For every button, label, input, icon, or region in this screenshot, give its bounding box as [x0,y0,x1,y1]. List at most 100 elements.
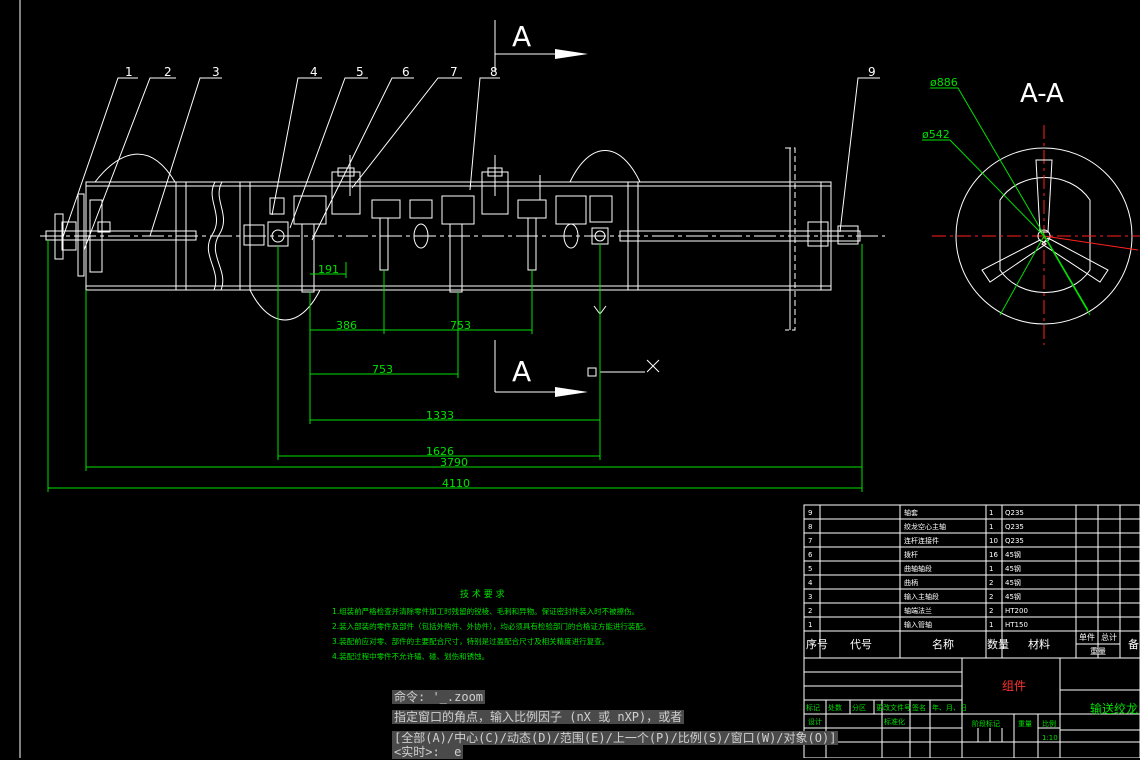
svg-text:8: 8 [808,523,812,531]
svg-text:曲轴轴段: 曲轴轴段 [904,564,932,573]
svg-text:5: 5 [808,565,812,573]
svg-text:输送绞龙: 输送绞龙 [1090,701,1138,716]
svg-text:45钢: 45钢 [1005,564,1021,573]
svg-text:2.装入部装的零件及部件（包括外购件、外协件），均必须具有检: 2.装入部装的零件及部件（包括外购件、外协件），均必须具有检验部门的合格证方能进… [332,621,650,631]
svg-text:Q235: Q235 [1005,523,1024,531]
svg-text:45钢: 45钢 [1005,578,1021,587]
ucs-icon [587,305,660,377]
svg-text:7: 7 [450,65,458,79]
command-history-line-1: 命令: '_.zoom [392,690,486,704]
svg-text:阶段标记: 阶段标记 [972,719,1000,728]
command-prompt-options[interactable]: [全部(A)/中心(C)/动态(D)/范围(E)/上一个(P)/比例(S)/窗口… [392,731,839,745]
svg-text:比例: 比例 [1042,719,1056,728]
svg-text:8: 8 [490,65,498,79]
svg-text:分区: 分区 [852,703,866,712]
svg-text:1: 1 [989,565,993,573]
svg-text:材料: 材料 [1028,637,1050,651]
svg-text:9: 9 [868,65,876,79]
svg-text:技 术 要 求: 技 术 要 求 [460,588,505,600]
svg-text:ø886: ø886 [930,76,958,89]
svg-text:1: 1 [808,621,812,629]
svg-text:1: 1 [989,621,993,629]
svg-text:2: 2 [989,607,993,615]
svg-text:重量: 重量 [1090,646,1106,656]
section-view-aa: A-A ø886 ø542 [922,76,1140,345]
balloon-labels: 1 2 3 4 5 6 7 8 9 [125,65,876,79]
svg-text:轴端法兰: 轴端法兰 [904,606,932,615]
svg-text:45钢: 45钢 [1005,550,1021,559]
svg-text:4.装配过程中零件不允许磕、碰、划伤和锈蚀。: 4.装配过程中零件不允许磕、碰、划伤和锈蚀。 [332,651,489,661]
svg-text:设计: 设计 [808,717,822,726]
svg-text:10: 10 [989,537,998,545]
svg-text:7: 7 [808,537,812,545]
svg-text:数量: 数量 [987,638,1009,651]
conveyor-assembly [40,147,885,331]
svg-text:曲柄: 曲柄 [904,578,918,587]
svg-text:4: 4 [310,65,318,79]
svg-text:签名: 签名 [912,703,926,712]
dimension-texts: 191 386 753 753 1333 1626 3790 4110 [318,263,471,490]
svg-text:6: 6 [402,65,410,79]
svg-text:2: 2 [989,593,993,601]
svg-text:386: 386 [336,319,357,332]
svg-text:3: 3 [808,593,812,601]
section-marker-bottom: A [494,340,588,397]
svg-text:总计: 总计 [1101,632,1117,642]
svg-text:单件: 单件 [1079,632,1095,642]
svg-text:3790: 3790 [440,456,468,469]
technical-requirements: 技 术 要 求 1.组装前严格检查并清除零件加工时残留的锐棱、毛刺和异物。保证密… [332,588,650,661]
svg-text:代号: 代号 [850,638,872,651]
svg-text:2: 2 [808,607,812,615]
svg-text:序号: 序号 [806,637,828,651]
leaders [61,77,880,251]
section-marker-top: A [494,20,588,72]
svg-text:年、月、日: 年、月、日 [932,703,967,712]
svg-text:输入主轴段: 输入主轴段 [904,592,939,601]
svg-text:1: 1 [989,509,993,517]
svg-text:2: 2 [989,579,993,587]
svg-text:1:10: 1:10 [1042,734,1058,742]
svg-text:5: 5 [356,65,364,79]
svg-text:Q235: Q235 [1005,509,1024,517]
svg-text:1333: 1333 [426,409,454,422]
command-input[interactable]: <实时>: e [392,745,464,759]
svg-text:1: 1 [125,65,133,79]
svg-text:连杆连接件: 连杆连接件 [904,536,939,545]
svg-text:9: 9 [808,509,812,517]
svg-text:HT150: HT150 [1005,621,1028,629]
svg-text:输入管轴: 输入管轴 [904,620,932,629]
svg-text:HT200: HT200 [1005,607,1028,615]
svg-text:2: 2 [164,65,172,79]
svg-text:4110: 4110 [442,477,470,490]
svg-text:更改文件号: 更改文件号 [876,703,911,712]
svg-text:重量: 重量 [1018,720,1032,728]
svg-text:备: 备 [1128,637,1139,651]
svg-text:拨杆: 拨杆 [904,550,918,559]
svg-text:标准化: 标准化 [884,717,905,726]
svg-text:组件: 组件 [1002,679,1026,693]
dimensions [47,240,863,492]
bom-table [803,504,1140,659]
svg-text:标记: 标记 [806,703,820,712]
svg-text:16: 16 [989,551,998,559]
svg-text:45钢: 45钢 [1005,592,1021,601]
svg-text:3.装配前应对零、部件的主要配合尺寸，特别是过盈配合尺寸及相: 3.装配前应对零、部件的主要配合尺寸，特别是过盈配合尺寸及相关精度进行复查。 [332,636,609,646]
svg-text:A-A: A-A [1020,79,1064,109]
title-block [803,657,1140,758]
title-block-texts: 组件 输送绞龙 标记 处数 分区 更改文件号 签名 年、月、日 设计 标准化 阶… [806,679,1138,742]
svg-text:轴套: 轴套 [904,508,918,517]
svg-text:1.组装前严格检查并清除零件加工时残留的锐棱、毛刺和异物。保: 1.组装前严格检查并清除零件加工时残留的锐棱、毛刺和异物。保证密封件装入时不被擦… [332,606,639,616]
svg-text:753: 753 [372,363,393,376]
svg-text:A: A [512,20,531,53]
svg-text:A: A [512,355,531,388]
svg-text:处数: 处数 [828,703,842,712]
svg-text:ø542: ø542 [922,128,950,141]
svg-text:191: 191 [318,263,339,276]
svg-text:1: 1 [989,523,993,531]
svg-text:Q235: Q235 [1005,537,1024,545]
svg-text:3: 3 [212,65,220,79]
svg-text:绞龙空心主轴: 绞龙空心主轴 [904,522,946,531]
svg-text:6: 6 [808,551,813,559]
